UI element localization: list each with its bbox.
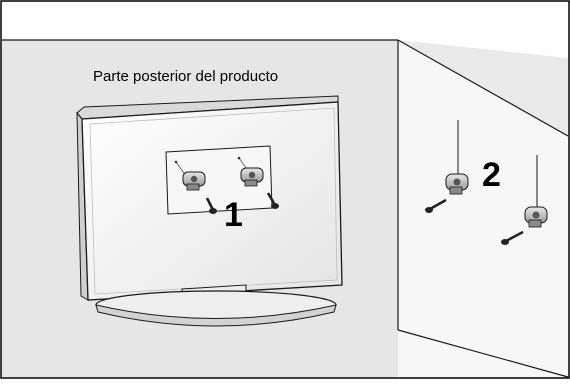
screw-icon xyxy=(425,198,447,213)
step-1-label: 1 xyxy=(224,196,243,234)
screw-icon xyxy=(205,197,217,214)
step-2-label: 2 xyxy=(482,156,501,194)
tv-stand xyxy=(95,284,337,327)
tv-bracket-right xyxy=(237,156,264,187)
tv-bracket-left xyxy=(174,160,206,191)
rear-of-product-caption: Parte posterior del producto xyxy=(93,68,279,85)
screw-icon xyxy=(501,230,524,245)
wall-bracket-icon xyxy=(445,120,469,195)
tv-back-icon xyxy=(76,95,343,301)
screw-icon xyxy=(266,192,279,209)
wall-bracket-icon xyxy=(524,155,548,228)
